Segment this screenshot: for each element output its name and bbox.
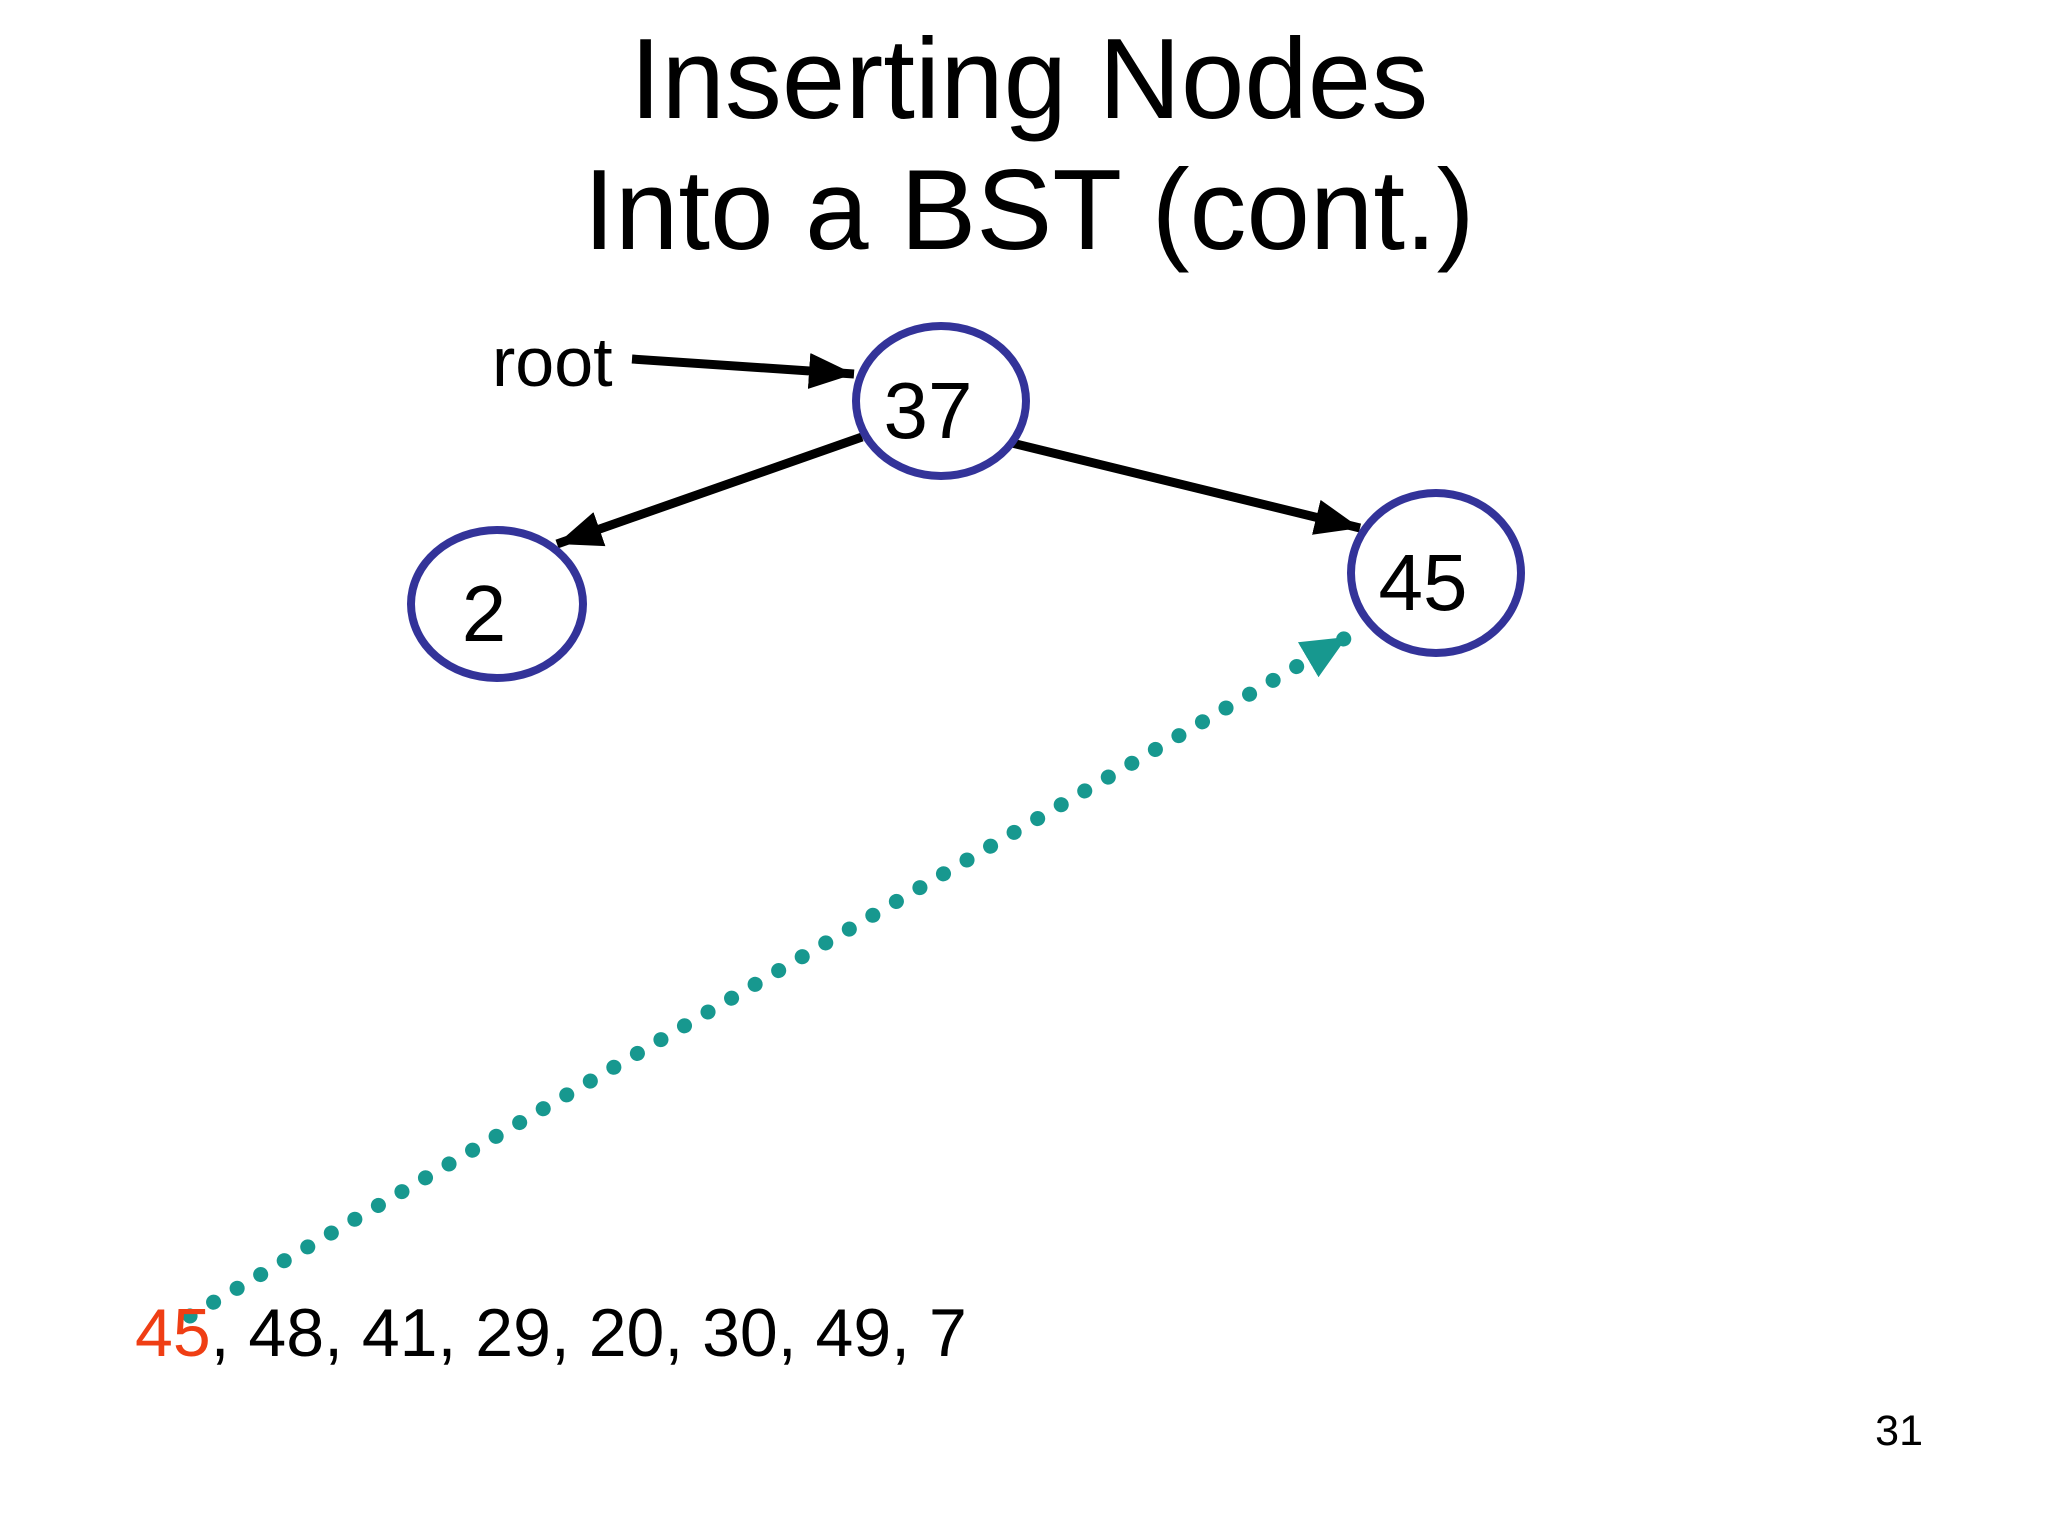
- tree-node-37: 37: [852, 322, 1030, 480]
- node-2-value: 2: [461, 569, 507, 658]
- insertion-path-dotted-arrow: [182, 629, 1355, 1324]
- tree-node-45: 45: [1347, 489, 1525, 657]
- edge-37-to-45-arrow: [1006, 437, 1362, 535]
- title-line-1: Inserting Nodes: [629, 16, 1429, 143]
- title-line-2: Into a BST (cont.): [583, 147, 1475, 275]
- page-number: 31: [1875, 1407, 1923, 1455]
- node-37-value: 37: [883, 366, 973, 455]
- root-pointer-label: root: [492, 323, 613, 401]
- edge-37-to-2-arrow: [555, 432, 864, 549]
- sequence-current-value: 45: [135, 1295, 211, 1371]
- insertion-sequence: 45, 48, 41, 29, 20, 30, 49, 7: [135, 1296, 967, 1371]
- tree-node-2: 2: [407, 526, 587, 682]
- node-45-value: 45: [1378, 538, 1468, 627]
- sequence-remaining-values: , 48, 41, 29, 20, 30, 49, 7: [210, 1295, 967, 1371]
- edge-root-pointer-arrow: [631, 353, 855, 389]
